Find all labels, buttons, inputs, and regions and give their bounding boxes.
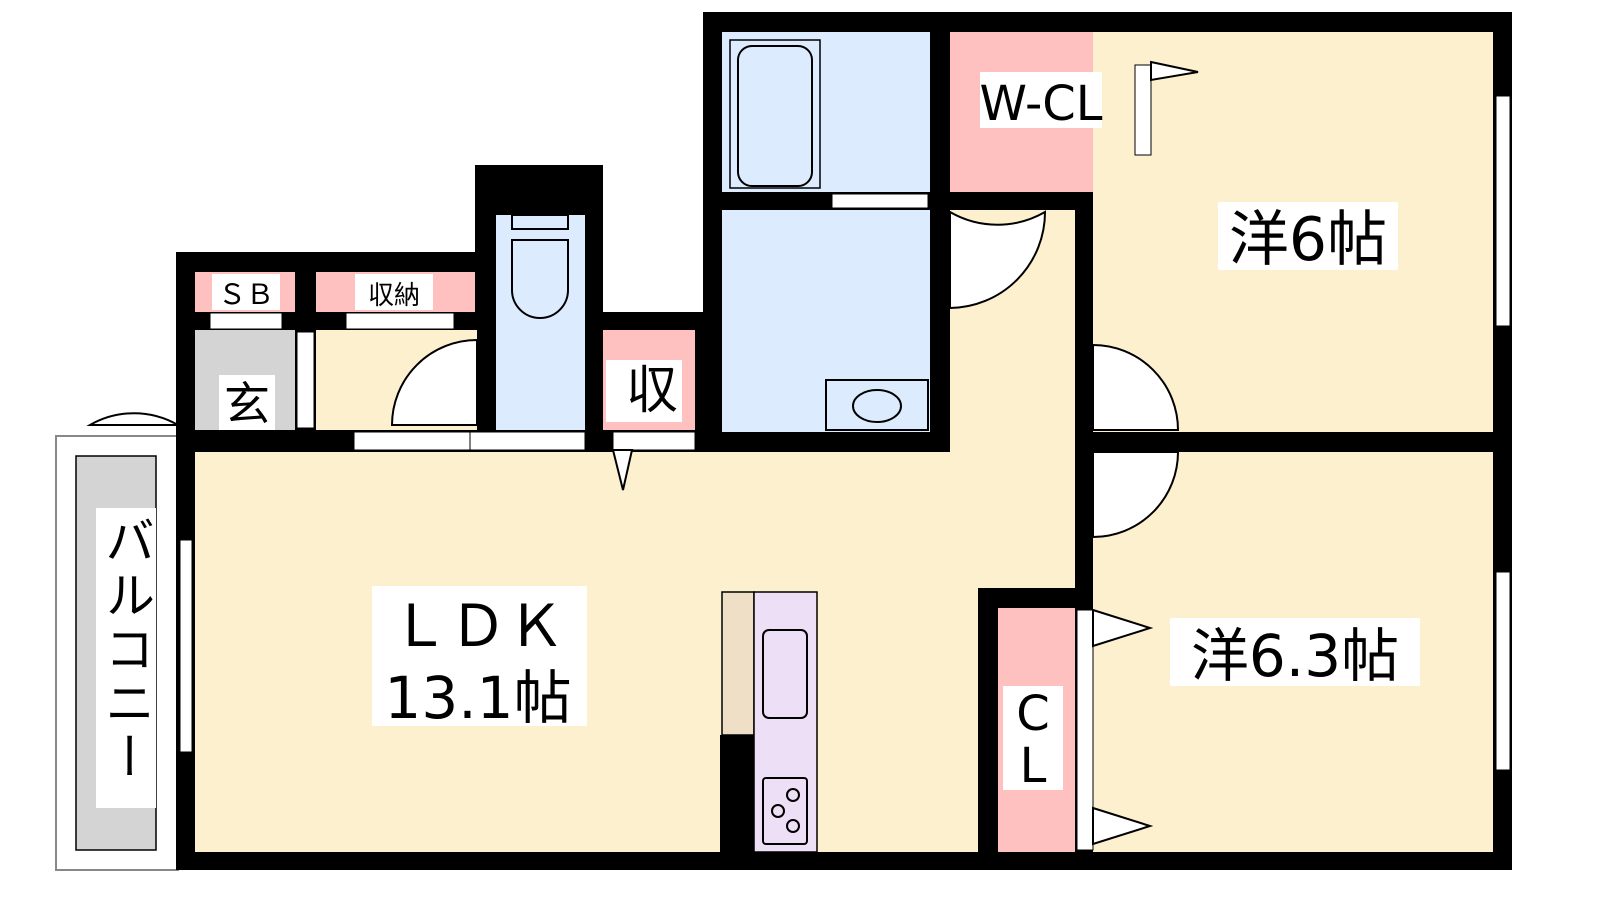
label-ldk: ＬＤＫ (391, 592, 565, 660)
toilet-fixture (511, 214, 569, 319)
doors (86, 60, 1511, 851)
label-entrance: 玄 (224, 377, 270, 431)
label-western-room-2: 洋6.3帖 (1191, 622, 1399, 690)
label-western-room-1: 洋6帖 (1229, 205, 1387, 275)
label-storage: 収納 (368, 281, 420, 311)
kitchen (720, 591, 818, 853)
label-ldk-size: 13.1帖 (384, 664, 571, 732)
room-bath (722, 32, 930, 192)
room-toilet (496, 215, 585, 430)
label-small-storage: 収 (626, 361, 678, 421)
label-closet-l: L (1020, 738, 1047, 794)
wash-basin (825, 379, 929, 431)
sink (762, 629, 808, 719)
bathtub (729, 39, 821, 189)
label-walk-in-closet: W-CL (979, 76, 1102, 132)
label-closet-c: C (1016, 686, 1050, 742)
label-sb: ＳＢ (218, 278, 274, 311)
label-balcony: バルコニー (97, 515, 155, 785)
stove (762, 777, 808, 845)
